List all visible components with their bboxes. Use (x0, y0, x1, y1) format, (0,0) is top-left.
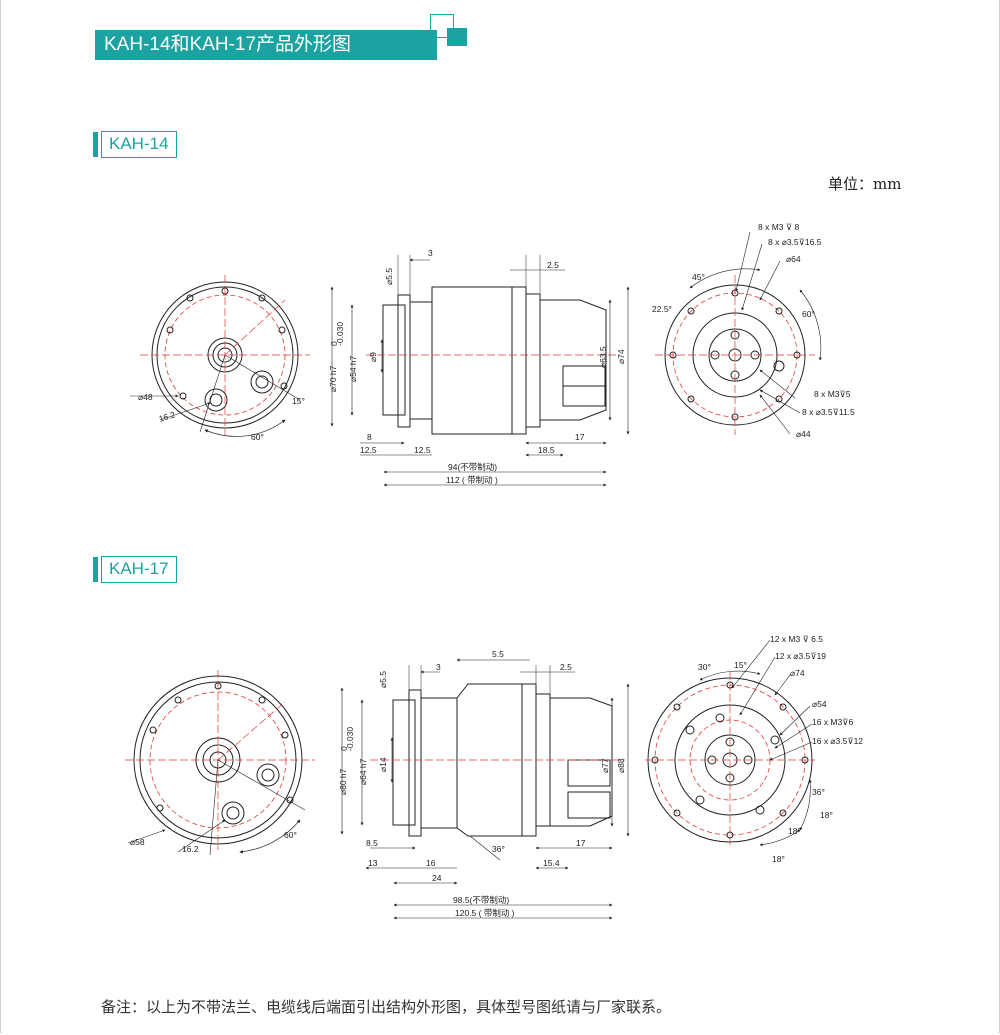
kah14-side-label: 18.5 (538, 445, 555, 455)
kah17-rear-label: 30° (698, 662, 711, 672)
kah17-side-label: 120.5 ( 带制动 ) (455, 908, 515, 918)
section-marker-kah14 (93, 132, 98, 157)
kah14-side-label: 12.5 (414, 445, 431, 455)
kah14-side-label: 17 (575, 432, 585, 442)
kah14-side-label: 2.5 (547, 260, 559, 270)
kah14-side-label: ⌀74 (616, 349, 626, 364)
kah17-rear-label: 36° (812, 787, 825, 797)
kah17-rear-label: 18° (788, 826, 801, 836)
header-banner (95, 30, 437, 60)
kah17-side-label: 8.5 (366, 838, 378, 848)
kah14-rear-label: 22.5° (652, 304, 672, 314)
kah17-side-label: ⌀14 (378, 757, 388, 772)
kah14-rear-label: 8 x ⌀3.5⊽11.5 (802, 407, 855, 417)
section-label-kah17: KAH-17 (101, 556, 177, 583)
kah17-front-view (125, 670, 315, 856)
kah17-side-label: ⌀64 h7 (358, 758, 368, 785)
kah17-side-label: 15.4 (543, 858, 560, 868)
kah17-side-label: ⌀80 h7 (338, 768, 348, 795)
kah17-rear-label: 18° (772, 854, 785, 864)
kah14-rear-label: ⌀44 (796, 429, 811, 439)
unit-label: 单位：mm (828, 175, 902, 193)
kah14-front-label: 15° (292, 396, 305, 406)
kah14-rear-label: ⌀64 (786, 254, 801, 264)
kah17-rear-label: 15° (734, 660, 747, 670)
kah17-front-label: ⌀58 (130, 837, 145, 847)
kah14-side-label: ⌀63.5 (598, 346, 608, 368)
kah17-rear-view (645, 639, 815, 848)
kah14-side-label: 3 (428, 248, 433, 258)
kah17-side-label: 5.5 (492, 649, 504, 659)
kah17-rear-label: 12 x M3 ⊽ 6.5 (770, 634, 823, 644)
kah17-side-label: ⌀77 (600, 758, 610, 773)
kah17-rear-label: ⌀54 (812, 699, 827, 709)
kah17-side-view (340, 658, 630, 920)
kah17-side-label: 13 (368, 858, 378, 868)
kah14-side-label: ⌀70 h7 (328, 365, 338, 392)
section-label-kah14: KAH-14 (101, 131, 177, 158)
kah14-rear-view (655, 231, 822, 435)
kah17-side-label: 16 (426, 858, 436, 868)
kah17-tolerance: -0.030 (345, 727, 355, 751)
kah17-front-label: 16.2 (182, 844, 199, 854)
kah14-side-label: 8 (367, 432, 372, 442)
kah17-side-label: 98.5(不带制动) (453, 895, 509, 905)
kah14-side-view (330, 255, 630, 487)
kah17-side-label: ⌀88 (616, 758, 626, 773)
kah17-tolerance: 0 (339, 746, 349, 751)
header-decoration-square-filled (447, 28, 467, 46)
footnote: 备注：以上为不带法兰、电缆线后端面引出结构外形图，具体型号图纸请与厂家联系。 (101, 999, 672, 1016)
kah14-rear-label: 60° (802, 309, 815, 319)
kah17-side-label: ⌀5.5 (378, 671, 388, 688)
kah14-front-view (130, 275, 310, 437)
section-marker-kah17 (93, 557, 98, 582)
kah17-side-label: 36° (492, 844, 505, 854)
kah14-tolerance: -0.030 (335, 322, 345, 346)
kah14-rear-label: 8 x M3 ⊽ 8 (758, 222, 799, 232)
page-title: KAH-14和KAH-17产品外形图 (104, 34, 352, 55)
kah14-front-label: 16.2 (158, 409, 177, 424)
kah17-side-label: 2.5 (560, 662, 572, 672)
kah14-front-label: ⌀48 (138, 392, 153, 402)
kah17-rear-label: 18° (820, 810, 833, 820)
kah17-rear-label: ⌀74 (790, 668, 805, 678)
kah14-tolerance: 0 (329, 341, 339, 346)
kah17-side-label: 3 (436, 662, 441, 672)
kah17-rear-label: 12 x ⌀3.5⊽19 (775, 651, 826, 661)
kah17-front-label: 60° (284, 830, 297, 840)
kah17-rear-label: 16 x M3⊽6 (812, 717, 853, 727)
kah14-rear-label: 8 x M3⊽5 (814, 389, 851, 399)
kah14-side-label: ⌀9 (368, 352, 378, 362)
kah14-side-label: 12.5 (360, 445, 377, 455)
kah14-side-label: ⌀5.5 (384, 268, 394, 285)
kah14-side-label: 112 ( 带制动 ) (446, 475, 498, 485)
kah14-front-label: 60° (251, 432, 264, 442)
kah17-side-label: 24 (432, 873, 442, 883)
kah14-rear-label: 8 x ⌀3.5⊽16.5 (768, 237, 822, 247)
kah14-side-label: 94(不带制动) (448, 462, 497, 472)
kah17-rear-label: 16 x ⌀3.5⊽12 (812, 736, 863, 746)
kah14-rear-label: 45° (692, 272, 705, 282)
kah17-side-label: 17 (576, 838, 586, 848)
kah14-side-label: ⌀54 h7 (348, 355, 358, 382)
